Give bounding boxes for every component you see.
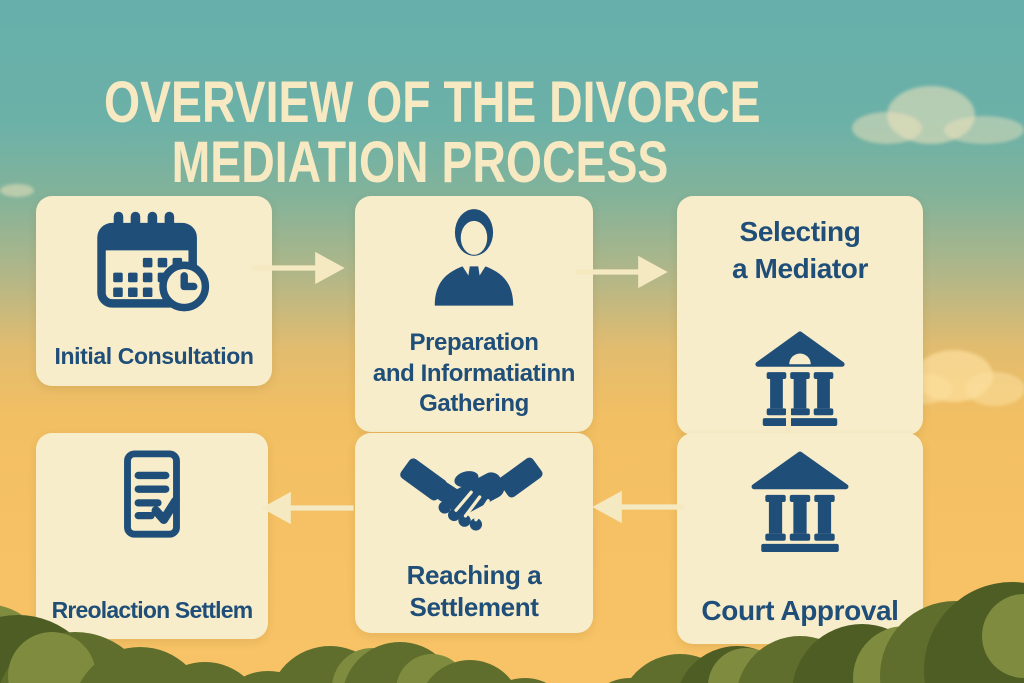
title-line-1: OVERVIEW OF THE DIVORCE [104,69,761,135]
bush [145,662,265,683]
bush [477,678,573,683]
arrow-left-icon [257,489,355,527]
bush [982,594,1024,678]
bush [924,582,1024,683]
step-box-reaching-settlement: Reaching a Settlement [355,433,593,633]
connector-down-line [786,408,791,434]
cloud [852,86,1024,148]
step-label: Reaching a Settlement [406,559,542,622]
bush [582,678,678,683]
step-box-initial-consultation: Initial Consultation [36,196,272,386]
arrow-left-icon [586,488,688,526]
bush [618,654,742,683]
calendar-clock-icon [97,211,210,312]
bush [708,648,784,683]
step-label: Initial Consultation [54,343,254,370]
page-title: OVERVIEW OF THE DIVORCE MEDIATION PROCES… [25,69,815,195]
courthouse-icon [751,451,849,552]
businessperson-icon [434,209,514,306]
document-check-icon [124,450,180,538]
bush [268,646,392,683]
arrow-right-icon [574,253,672,291]
courthouse-icon [755,331,845,427]
title-line-2: MEDIATION PROCESS [171,129,669,195]
cloud [0,184,34,197]
cloud [893,350,1024,412]
bush [675,646,799,683]
arrow-right-icon [252,249,348,287]
handshake-icon [400,457,543,531]
bush [332,648,412,683]
step-label: Preparation and Informatiatinn Gathering [372,329,576,417]
step-box-preparation: Preparation and Informatiatinn Gathering [355,196,593,432]
bush [8,632,96,683]
step-box-resolution-settlement: Rreolaction Settlem [36,433,268,639]
bush [418,660,522,683]
bush [72,647,208,683]
step-label: Selecting a Mediator [731,216,869,284]
step-label: Court Approval [701,595,899,627]
bush [0,632,155,683]
bush [213,671,323,683]
step-box-selecting-mediator: Selecting a Mediator [677,196,923,435]
bush [342,642,458,683]
step-label: Rreolaction Settlem [51,597,254,624]
step-box-court-approval: Court Approval [677,433,923,644]
bush [396,654,468,683]
